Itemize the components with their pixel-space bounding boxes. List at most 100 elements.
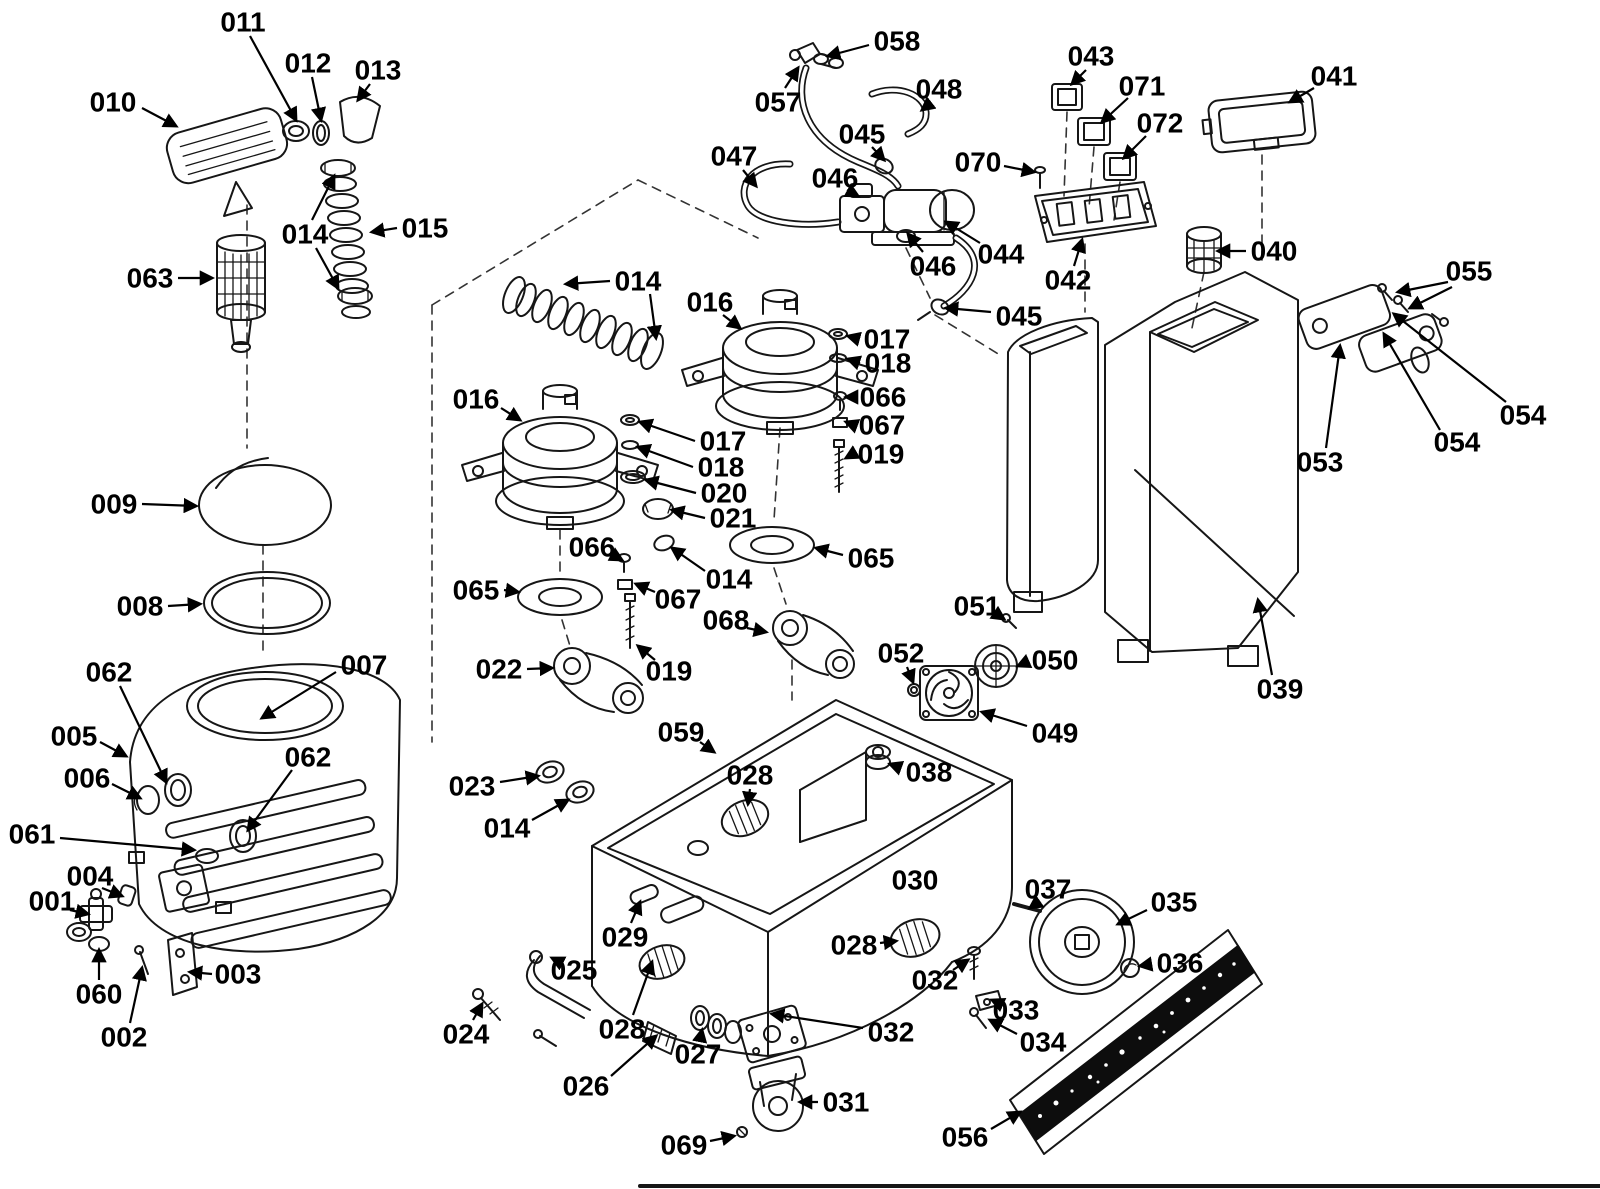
part-label-071: 071 xyxy=(1119,71,1166,102)
leader-line-069 xyxy=(709,1130,738,1147)
part-label-004: 004 xyxy=(67,861,114,892)
part-label-054-2: 054 xyxy=(1434,427,1481,458)
leader-line-042 xyxy=(1071,237,1086,267)
part-label-018-2: 018 xyxy=(698,452,745,483)
leader-line-050 xyxy=(1015,653,1033,669)
part-label-011: 011 xyxy=(220,7,265,38)
part-label-006: 006 xyxy=(64,763,111,794)
leader-line-009 xyxy=(141,497,200,514)
part-label-042: 042 xyxy=(1045,265,1092,296)
leader-line-036 xyxy=(1136,956,1154,972)
part-label-030: 030 xyxy=(892,865,939,896)
leader-line-059 xyxy=(699,738,717,754)
leader-line-010 xyxy=(141,107,179,128)
leader-line-055 xyxy=(1394,280,1449,298)
part-label-068: 068 xyxy=(703,605,750,636)
part-label-035: 035 xyxy=(1151,887,1198,918)
part-label-012: 012 xyxy=(285,48,332,79)
part-label-010: 010 xyxy=(90,87,137,118)
part-label-028: 028 xyxy=(727,760,774,791)
part-label-045-2: 045 xyxy=(996,301,1043,332)
leader-line-025 xyxy=(549,956,567,971)
leader-line-020 xyxy=(643,475,697,495)
part-label-047: 047 xyxy=(711,141,758,172)
part-label-051: 051 xyxy=(954,591,1001,622)
part-label-001: 001 xyxy=(29,886,76,917)
leader-line-046 xyxy=(843,183,861,198)
part-label-027: 027 xyxy=(675,1039,722,1070)
part-label-072: 072 xyxy=(1137,108,1184,139)
part-label-069: 069 xyxy=(661,1130,708,1161)
leader-line-065-2 xyxy=(813,543,844,559)
part-label-023: 023 xyxy=(449,771,496,802)
leader-line-008 xyxy=(167,597,204,613)
part-label-041: 041 xyxy=(1311,61,1358,92)
leader-line-027 xyxy=(692,1026,708,1044)
part-label-013: 013 xyxy=(355,55,402,86)
leader-line-067-2 xyxy=(633,581,656,596)
leader-line-032-2 xyxy=(768,1008,864,1030)
part-label-045: 045 xyxy=(839,119,886,150)
part-label-014-3: 014 xyxy=(706,564,753,595)
clamp-bracket-left xyxy=(553,647,644,714)
switch-panel-assembly xyxy=(1034,83,1157,243)
leader-line-037 xyxy=(1027,894,1045,910)
part-label-046: 046 xyxy=(812,163,859,194)
leader-line-061 xyxy=(59,836,198,857)
leader-line-043 xyxy=(1069,69,1087,87)
leader-line-039 xyxy=(1252,596,1274,676)
leader-line-011 xyxy=(249,35,298,123)
part-label-056: 056 xyxy=(942,1122,989,1153)
leader-line-006 xyxy=(111,783,143,800)
part-label-066: 066 xyxy=(860,382,907,413)
leader-line-014-4 xyxy=(531,798,571,821)
part-label-039: 039 xyxy=(1257,674,1304,705)
part-label-049: 049 xyxy=(1032,718,1079,749)
leader-line-018 xyxy=(845,355,863,371)
part-label-015: 015 xyxy=(402,213,449,244)
tank-lid xyxy=(1201,90,1317,154)
cord-ramp xyxy=(1009,929,1263,1155)
drain-fittings xyxy=(535,760,595,804)
part-label-067: 067 xyxy=(859,410,906,441)
part-label-031: 031 xyxy=(823,1087,870,1118)
part-label-024: 024 xyxy=(443,1019,490,1050)
leader-line-017 xyxy=(845,331,862,347)
pump-assembly xyxy=(740,42,1046,321)
motor-mounting-hardware-right xyxy=(828,328,848,493)
part-label-065: 065 xyxy=(453,575,500,606)
part-label-060: 060 xyxy=(76,979,123,1010)
leader-line-065 xyxy=(503,582,522,598)
leader-line-046-2 xyxy=(906,231,924,253)
transport-wheel xyxy=(1012,889,1140,995)
part-label-028-2: 028 xyxy=(831,930,878,961)
part-label-036: 036 xyxy=(1157,948,1204,979)
motor-gasket-left xyxy=(517,578,603,616)
part-label-033: 033 xyxy=(993,995,1040,1026)
part-label-014-2: 014 xyxy=(615,266,662,297)
leader-line-045 xyxy=(869,145,887,163)
part-label-062: 062 xyxy=(86,657,133,688)
part-label-019: 019 xyxy=(858,439,905,470)
leader-line-024 xyxy=(469,1001,484,1021)
gasket-ring xyxy=(203,571,331,635)
part-label-044: 044 xyxy=(978,239,1025,270)
part-label-065-2: 065 xyxy=(848,543,895,574)
leader-line-058 xyxy=(825,43,870,61)
leader-line-044 xyxy=(943,220,981,244)
leader-line-032 xyxy=(952,958,971,974)
leader-line-072 xyxy=(1121,135,1147,161)
leader-line-002 xyxy=(128,964,147,1024)
part-label-067-2: 067 xyxy=(655,584,702,615)
leader-line-001 xyxy=(69,903,92,919)
leader-line-021 xyxy=(669,505,706,521)
leader-line-049 xyxy=(979,708,1028,728)
base-tank xyxy=(591,699,1013,1057)
filter-cage xyxy=(216,234,266,353)
leader-line-054 xyxy=(1391,312,1507,403)
part-label-002: 002 xyxy=(101,1022,148,1053)
leader-line-015 xyxy=(368,222,398,238)
